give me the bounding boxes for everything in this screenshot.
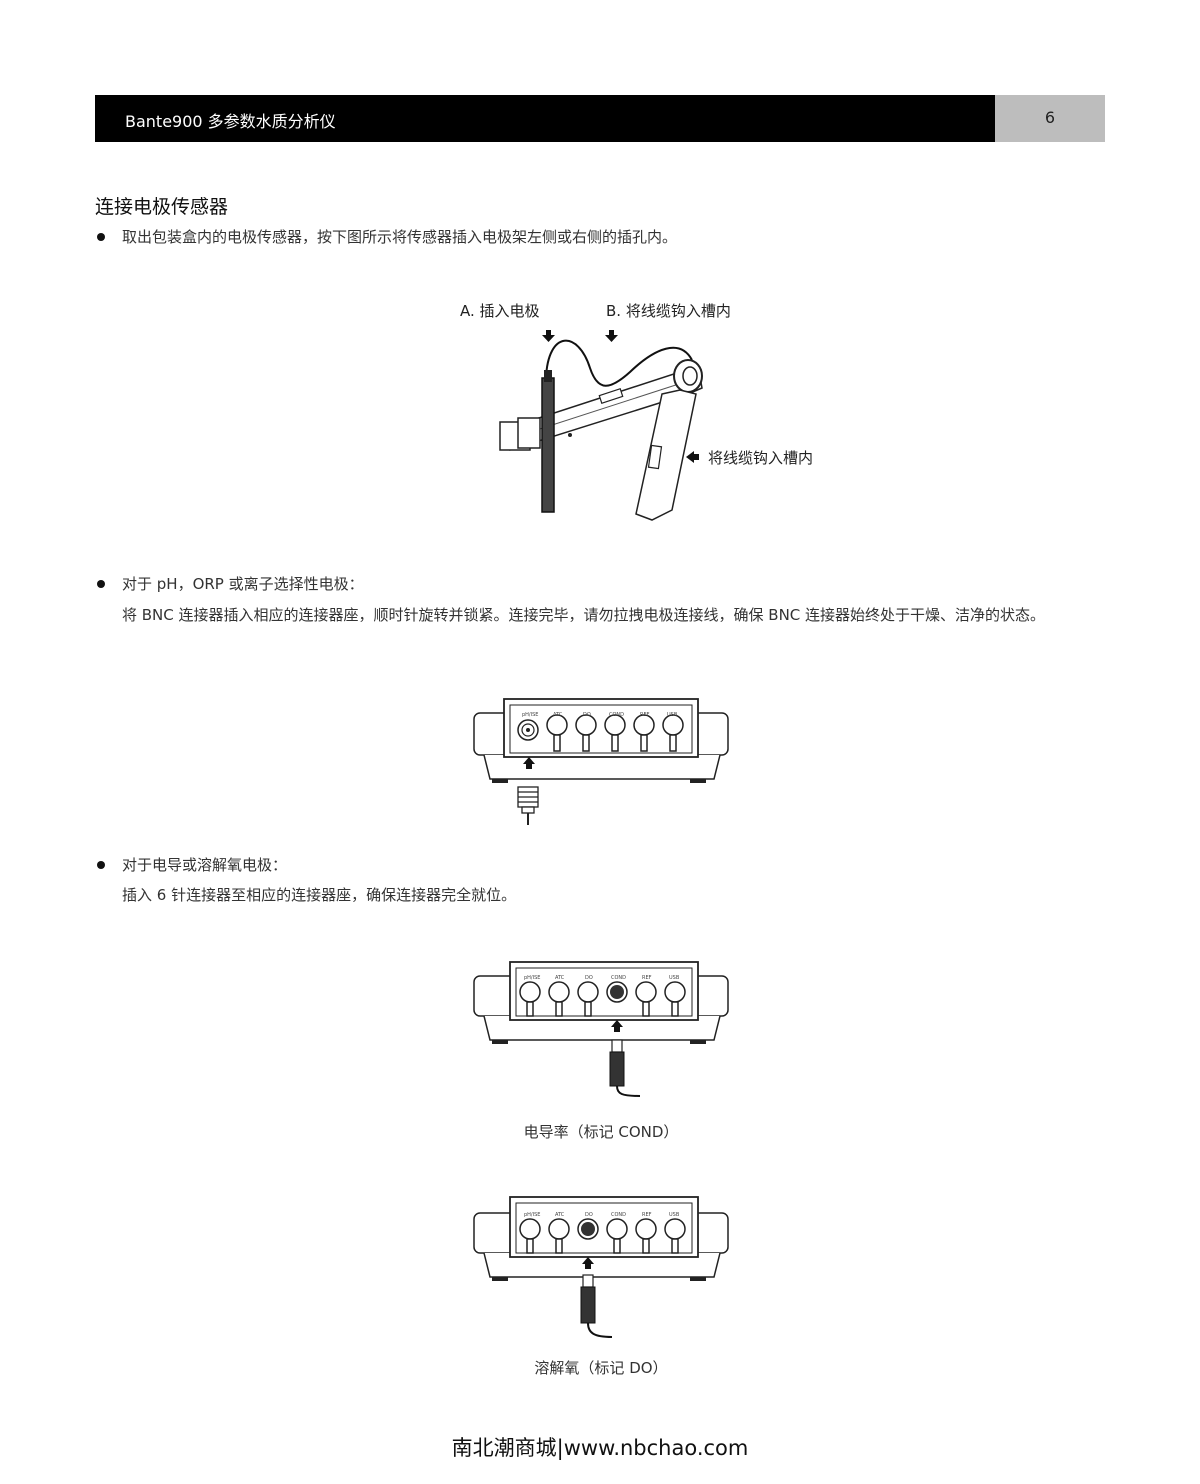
caption-cond: 电导率（标记 COND）	[523, 1123, 679, 1141]
footer-watermark: 南北潮商城|www.nbchao.com	[451, 1436, 749, 1460]
cond-connector-figure: pH/ISE ATC DO COND REF USB	[473, 961, 729, 1097]
port-label: ATC	[553, 712, 563, 718]
port-label: USB	[669, 1212, 680, 1218]
bnc-plug	[517, 786, 539, 814]
page-number: 6	[1044, 108, 1056, 127]
port-label: DO	[583, 712, 591, 718]
six-pin-socket	[606, 981, 628, 1003]
arrow-left-icon	[686, 451, 699, 463]
bnc-socket	[517, 719, 539, 741]
port-label: USB	[669, 975, 680, 981]
bullet-text: 取出包装盒内的电极传感器，按下图所示将传感器插入电极架左侧或右侧的插孔内。	[122, 228, 678, 246]
bnc-instructions: 将 BNC 连接器插入相应的连接器座，顺时针旋转并锁紧。连接完毕，请勿拉拽电极连…	[122, 606, 1046, 624]
port-label: REF	[642, 975, 652, 981]
bullet-text: 对于 pH，ORP 或离子选择性电极：	[122, 575, 364, 593]
document-title: Bante900 多参数水质分析仪	[125, 112, 336, 131]
port-label: pH/ISE	[524, 975, 540, 981]
six-pin-socket	[577, 1218, 599, 1240]
port-label: DO	[585, 975, 593, 981]
page-number-box: 6	[995, 95, 1105, 142]
bullet-dot	[97, 233, 105, 241]
bnc-connector-figure: pH/ISE ATC DO COND REF USB	[473, 698, 729, 825]
port-label: ATC	[555, 975, 565, 981]
electrode-holder-figure: A. 插入电极 B. 将线缆钩入槽内 将线缆钩入槽内	[460, 302, 813, 521]
port-label: pH/ISE	[524, 1212, 540, 1218]
port-label: USB	[667, 712, 678, 718]
arrow-down-icon	[605, 330, 618, 342]
bullet-remove-sensor: 取出包装盒内的电极传感器，按下图所示将传感器插入电极架左侧或右侧的插孔内。	[95, 222, 1095, 252]
arrow-up-icon	[523, 757, 535, 769]
caption-do: 溶解氧（标记 DO）	[534, 1359, 668, 1377]
label-hook-cable-side: 将线缆钩入槽内	[708, 449, 813, 467]
port-label: REF	[640, 712, 650, 718]
port-label: COND	[609, 712, 624, 718]
port-label: pH/ISE	[522, 712, 538, 718]
port-label: COND	[611, 975, 626, 981]
label-hook-cable-top: B. 将线缆钩入槽内	[606, 302, 731, 320]
port-label: REF	[642, 1212, 652, 1218]
plugged-port-caps	[546, 714, 684, 752]
plugged-port-caps	[519, 1218, 686, 1254]
bullet-ph-orp: 对于 pH，ORP 或离子选择性电极：	[95, 569, 1095, 599]
arrow-down-icon	[542, 330, 555, 342]
arrow-up-icon	[582, 1257, 594, 1269]
section-title: 连接电极传感器	[95, 196, 229, 218]
bullet-cond-do: 对于电导或溶解氧电极：	[95, 850, 1095, 880]
bullet-text: 对于电导或溶解氧电极：	[122, 856, 288, 874]
bullet-dot	[97, 861, 105, 869]
plugged-port-caps	[519, 981, 686, 1017]
do-connector-figure: pH/ISE ATC DO COND REF USB	[473, 1196, 729, 1338]
label-insert-electrode: A. 插入电极	[460, 302, 540, 320]
arrow-up-icon	[611, 1020, 623, 1032]
header-bar: Bante900 多参数水质分析仪	[95, 95, 995, 142]
six-pin-instructions: 插入 6 针连接器至相应的连接器座，确保连接器完全就位。	[122, 886, 517, 904]
bullet-dot	[97, 580, 105, 588]
port-label: COND	[611, 1212, 626, 1218]
six-pin-plug	[609, 1039, 641, 1097]
port-label: DO	[585, 1212, 593, 1218]
port-label: ATC	[555, 1212, 565, 1218]
six-pin-plug	[580, 1274, 613, 1338]
